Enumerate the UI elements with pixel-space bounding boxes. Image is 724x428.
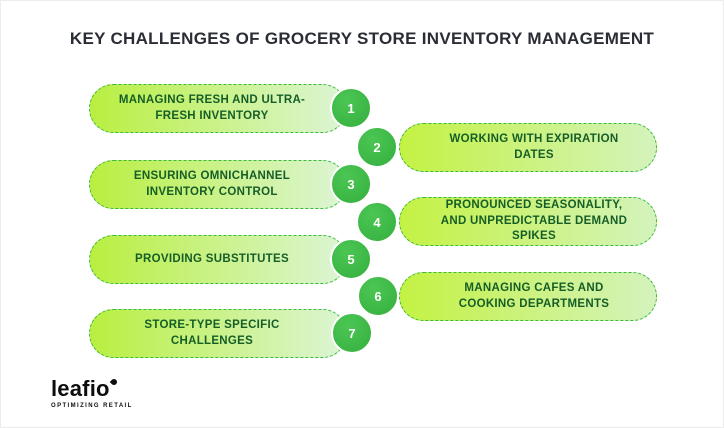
challenge-number-badge-3: 3 [330, 163, 372, 205]
challenge-label-2: WORKING WITH EXPIRATION DATES [449, 132, 619, 161]
challenge-pill-6: MANAGING CAFES AND COOKING DEPARTMENTS [399, 272, 657, 321]
challenge-pill-3: ENSURING OMNICHANNEL INVENTORY CONTROL [89, 160, 347, 209]
challenge-number-2: 2 [373, 139, 381, 155]
challenge-pill-7: STORE-TYPE SPECIFIC CHALLENGES [89, 309, 347, 358]
challenge-label-5: PROVIDING SUBSTITUTES [135, 252, 289, 265]
challenge-number-3: 3 [347, 176, 355, 192]
challenge-label-3: ENSURING OMNICHANNEL INVENTORY CONTROL [133, 169, 291, 198]
challenge-number-badge-5: 5 [330, 238, 372, 280]
challenge-pill-5: PROVIDING SUBSTITUTES [89, 235, 347, 284]
challenge-pill-1: MANAGING FRESH AND ULTRA-FRESH INVENTORY [89, 84, 347, 133]
challenge-number-badge-2: 2 [356, 126, 398, 168]
challenge-number-badge-7: 7 [331, 312, 373, 354]
challenge-number-badge-4: 4 [356, 201, 398, 243]
challenge-number-5: 5 [347, 251, 355, 267]
challenge-number-badge-6: 6 [357, 275, 399, 317]
challenge-number-1: 1 [347, 100, 355, 116]
challenge-pill-2: WORKING WITH EXPIRATION DATES [399, 123, 657, 172]
challenge-label-6: MANAGING CAFES AND COOKING DEPARTMENTS [458, 281, 610, 310]
logo-wordmark: leafio [51, 376, 110, 401]
challenge-number-badge-1: 1 [330, 87, 372, 129]
leaf-dot-icon [109, 377, 118, 387]
challenge-number-4: 4 [373, 214, 381, 230]
challenge-label-1: MANAGING FRESH AND ULTRA-FRESH INVENTORY [118, 93, 306, 122]
page-title: KEY CHALLENGES OF GROCERY STORE INVENTOR… [69, 29, 655, 48]
challenge-pill-4: PRONOUNCED SEASONALITY, AND UNPREDICTABL… [399, 197, 657, 246]
challenge-number-6: 6 [374, 288, 382, 304]
logo-tagline: OPTIMIZING RETAIL [51, 403, 133, 409]
leafio-logo: leafio OPTIMIZING RETAIL [51, 376, 133, 410]
challenge-number-7: 7 [348, 325, 356, 341]
challenge-label-4: PRONOUNCED SEASONALITY, AND UNPREDICTABL… [440, 199, 628, 243]
challenge-label-7: STORE-TYPE SPECIFIC CHALLENGES [144, 318, 280, 347]
